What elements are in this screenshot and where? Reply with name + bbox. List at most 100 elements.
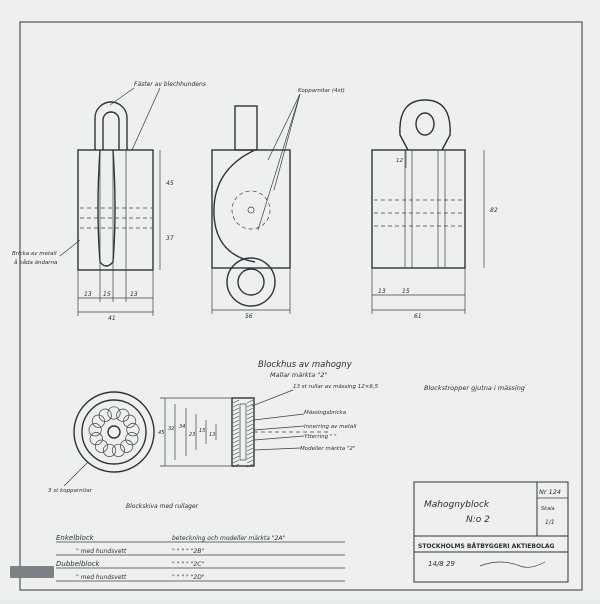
hatch-line <box>246 427 254 432</box>
title-block: Mahognyblock N:o 2 Nr 124 Skala 1/1 STOC… <box>413 481 569 583</box>
variant-4-desc: " " " " "2D" <box>172 574 205 581</box>
title-block-scale-label: Skala <box>541 506 555 512</box>
hatch-line <box>232 427 240 432</box>
section-dim-6: 13 <box>209 432 215 438</box>
hatch-line <box>246 419 254 424</box>
hatch-line <box>246 443 254 448</box>
hatch-line <box>232 411 240 416</box>
label-straps: Blockstropper gjutna i mässing <box>424 384 525 392</box>
end-dim-part-1: 13 <box>378 288 386 295</box>
section-body <box>231 397 255 467</box>
roller <box>89 432 103 446</box>
title-block-number: N:o 2 <box>466 515 490 525</box>
title-block-company: STOCKHOLMS BÅTBYGGERI AKTIEBOLAG <box>418 543 555 550</box>
hatch-line <box>232 463 240 468</box>
hatch-line <box>232 399 240 404</box>
hatch-line <box>232 403 240 408</box>
section-dim-5: 15 <box>199 428 205 434</box>
hatch-line <box>246 439 254 444</box>
end-dim-top: 12 <box>396 158 403 164</box>
hatch-line <box>246 411 254 416</box>
hatch-line <box>246 431 254 436</box>
hatch-line <box>232 415 240 420</box>
section-subtitle: Mallar märkta "2" <box>270 371 327 379</box>
sheave-rollers <box>88 406 140 457</box>
hatch-line <box>232 419 240 424</box>
hatch-line <box>246 455 254 460</box>
hatch-line <box>232 455 240 460</box>
front-view: 56 Kopparnitar (4st) <box>211 88 345 320</box>
hatch-line <box>246 463 254 468</box>
roller <box>98 408 112 422</box>
end-dim-height: 82 <box>490 207 498 214</box>
variant-3-desc: " " " " "2C" <box>172 561 204 568</box>
hatch-line <box>232 435 240 440</box>
label-rivets-3: 3 st kopparnitar <box>48 488 93 494</box>
front-view-sheave-hidden <box>231 190 271 230</box>
front-dim-width: 56 <box>245 313 253 320</box>
title-block-scale: 1/1 <box>545 519 555 526</box>
section-dim-3: 34 <box>179 424 185 430</box>
roller <box>111 443 126 457</box>
roller <box>102 443 117 457</box>
label-inner-ring: Innerring av metall <box>304 424 357 430</box>
hatch-line <box>246 451 254 456</box>
variant-2-name: " med hundsvett <box>76 548 127 555</box>
roller <box>120 439 134 453</box>
side-view-loop <box>94 101 128 150</box>
side-view-body <box>77 149 154 271</box>
sheave-hub <box>107 425 121 439</box>
hatch-line <box>246 459 254 464</box>
side-dim-part-2: 15 <box>103 291 111 298</box>
label-rivets: Kopparnitar (4st) <box>298 88 345 94</box>
section-title: Blockhus av mahogny <box>258 360 353 370</box>
title-block-signature <box>479 561 546 568</box>
hatch-line <box>246 407 254 412</box>
side-view-sheave <box>97 149 116 267</box>
section-dim-4: 23 <box>189 432 195 438</box>
label-fastener: Fäster av blechhundens <box>134 81 206 88</box>
roller <box>126 423 140 437</box>
side-dim-width: 41 <box>108 315 116 322</box>
hatch-line <box>232 423 240 428</box>
hatch-line <box>246 399 254 404</box>
label-outer-ring: Ytterring " " <box>304 434 337 440</box>
side-dim-lower: 37 <box>166 235 174 242</box>
hatch-line <box>246 403 254 408</box>
hatch-line <box>232 451 240 456</box>
hatch-line <box>232 443 240 448</box>
section-dim-2: 32 <box>168 426 174 432</box>
hatch-line <box>232 447 240 452</box>
hatch-line <box>232 439 240 444</box>
variants-list: Enkelblock beteckning och modeller märkt… <box>56 534 345 582</box>
roller <box>125 432 139 446</box>
section-view: 45 32 34 23 15 13 13 st rullar av mässin… <box>158 384 379 468</box>
hatch-line <box>232 431 240 436</box>
label-models: Modeller märkta "2" <box>300 446 355 452</box>
roller <box>88 423 102 437</box>
title-block-sheet-no: Nr 124 <box>539 488 561 496</box>
hatch-line <box>246 415 254 420</box>
label-cheeks-2: å båda ändarna <box>14 259 58 266</box>
label-bushing: Mässingsbricka <box>304 410 347 416</box>
roller <box>123 414 137 428</box>
label-axle: 13 st rullar av mässing 12×6,5 <box>293 384 379 390</box>
archive-stamp <box>10 566 54 578</box>
front-view-body <box>211 149 291 269</box>
hatch-line <box>246 447 254 452</box>
caption-sheave: Blockskiva med rullager <box>126 503 199 510</box>
section-dim-1: 45 <box>158 430 164 436</box>
front-view-ring <box>226 257 276 307</box>
front-view-hook <box>234 105 258 151</box>
side-dim-upper: 45 <box>166 180 174 187</box>
title-block-title: Mahognyblock <box>424 500 490 510</box>
hatch-line <box>246 435 254 440</box>
variant-1-name: Enkelblock <box>56 534 95 542</box>
hatch-line <box>232 407 240 412</box>
side-dim-part-1: 13 <box>84 291 92 298</box>
end-view-eye <box>399 99 451 151</box>
roller <box>94 439 108 453</box>
variant-3-name: Dubbelblock <box>56 560 100 568</box>
roller <box>107 406 121 420</box>
hatch-line <box>232 459 240 464</box>
